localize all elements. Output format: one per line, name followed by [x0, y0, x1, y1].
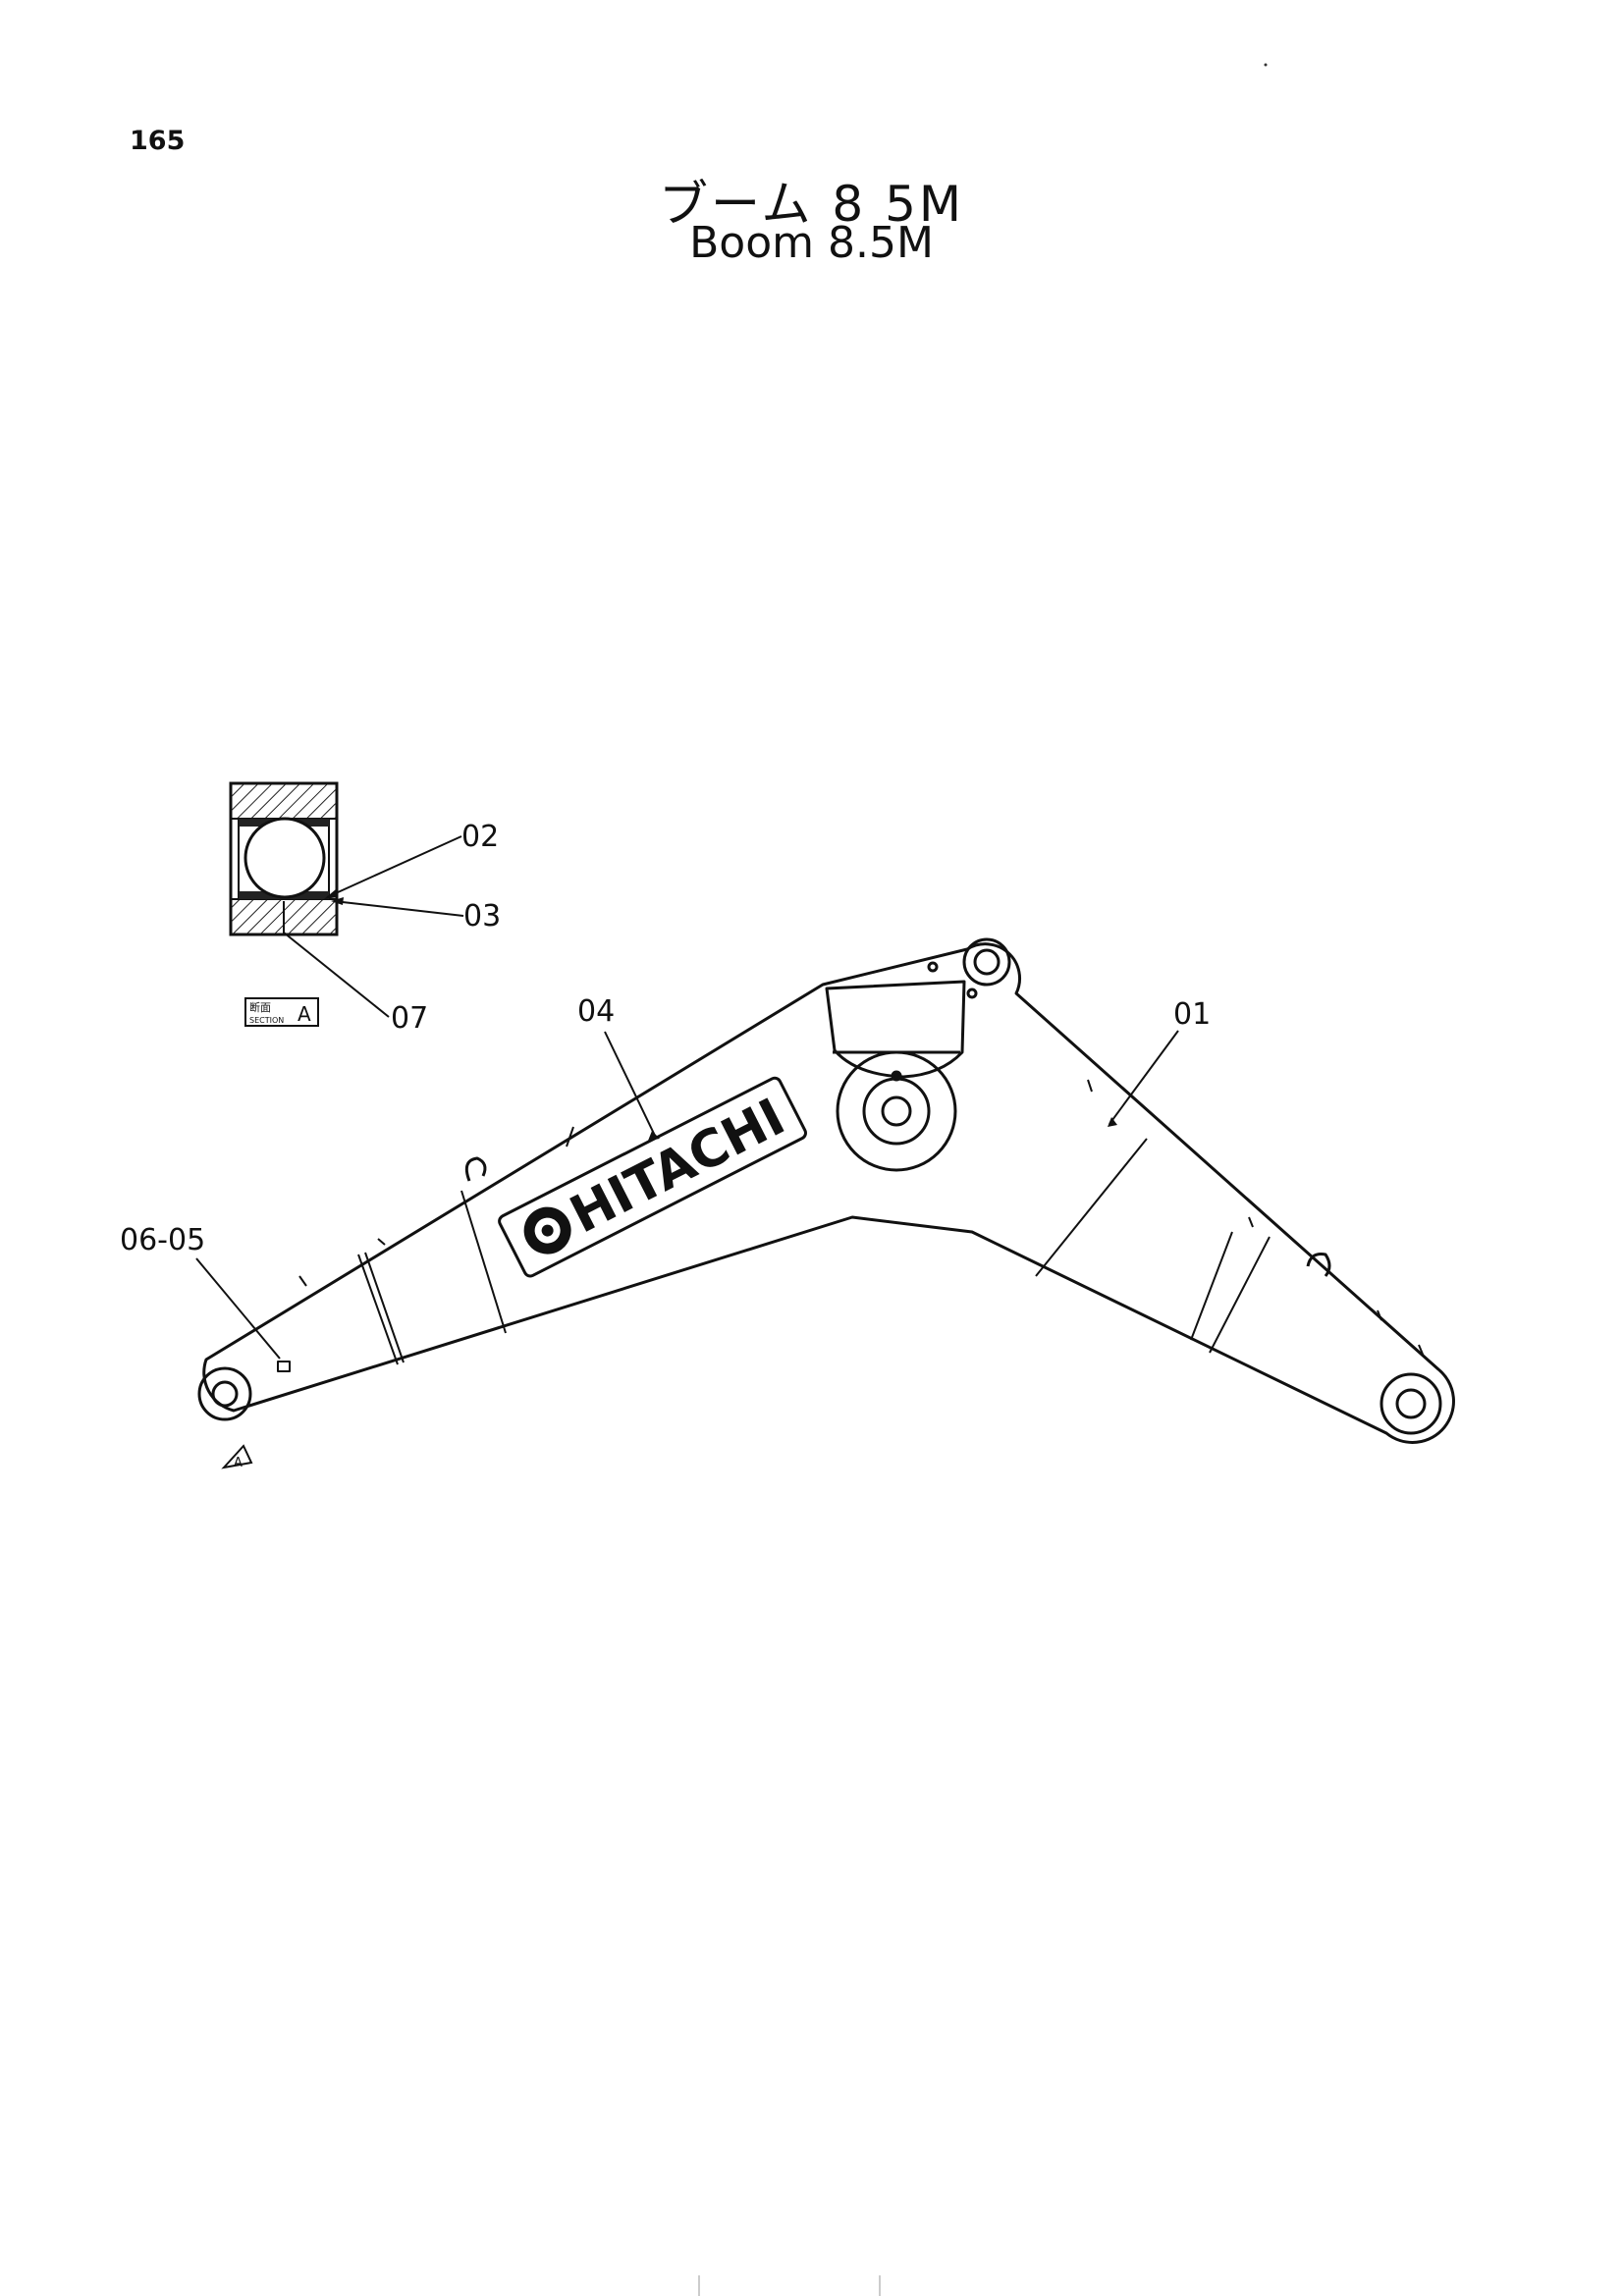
section-reference-mark: A	[221, 1444, 253, 1470]
section-label-letter: A	[298, 1002, 311, 1026]
section-a-detail	[229, 781, 339, 936]
section-label: 断面 SECTION A	[244, 997, 319, 1027]
page-title-japanese: ブーム 8 5M	[658, 176, 965, 233]
pin-circle	[243, 817, 326, 899]
callout-06-05: 06-05	[120, 1223, 205, 1257]
callout-03: 03	[463, 899, 501, 934]
leader-arrowheads	[324, 889, 1117, 1141]
boom-body	[197, 937, 1455, 1444]
callout-02: 02	[461, 820, 499, 854]
decal-border	[498, 1076, 807, 1278]
leader-lines	[195, 835, 1179, 1360]
hitachi-logo-icon	[523, 1206, 571, 1255]
hitachi-decal: HITACHI	[498, 1076, 807, 1278]
section-label-en: SECTION	[249, 1016, 284, 1025]
section-label-jp: 断面	[249, 1000, 271, 1014]
hitachi-logo-text: HITACHI	[562, 1088, 794, 1245]
scan-artifacts	[698, 63, 1268, 2296]
reference-mark-letter: A	[234, 1456, 243, 1470]
page-title-english: Boom 8.5M	[689, 218, 934, 268]
page-number: 165	[130, 126, 186, 156]
callout-04: 04	[577, 994, 615, 1029]
callout-07: 07	[391, 1001, 428, 1036]
callout-01: 01	[1173, 997, 1211, 1032]
